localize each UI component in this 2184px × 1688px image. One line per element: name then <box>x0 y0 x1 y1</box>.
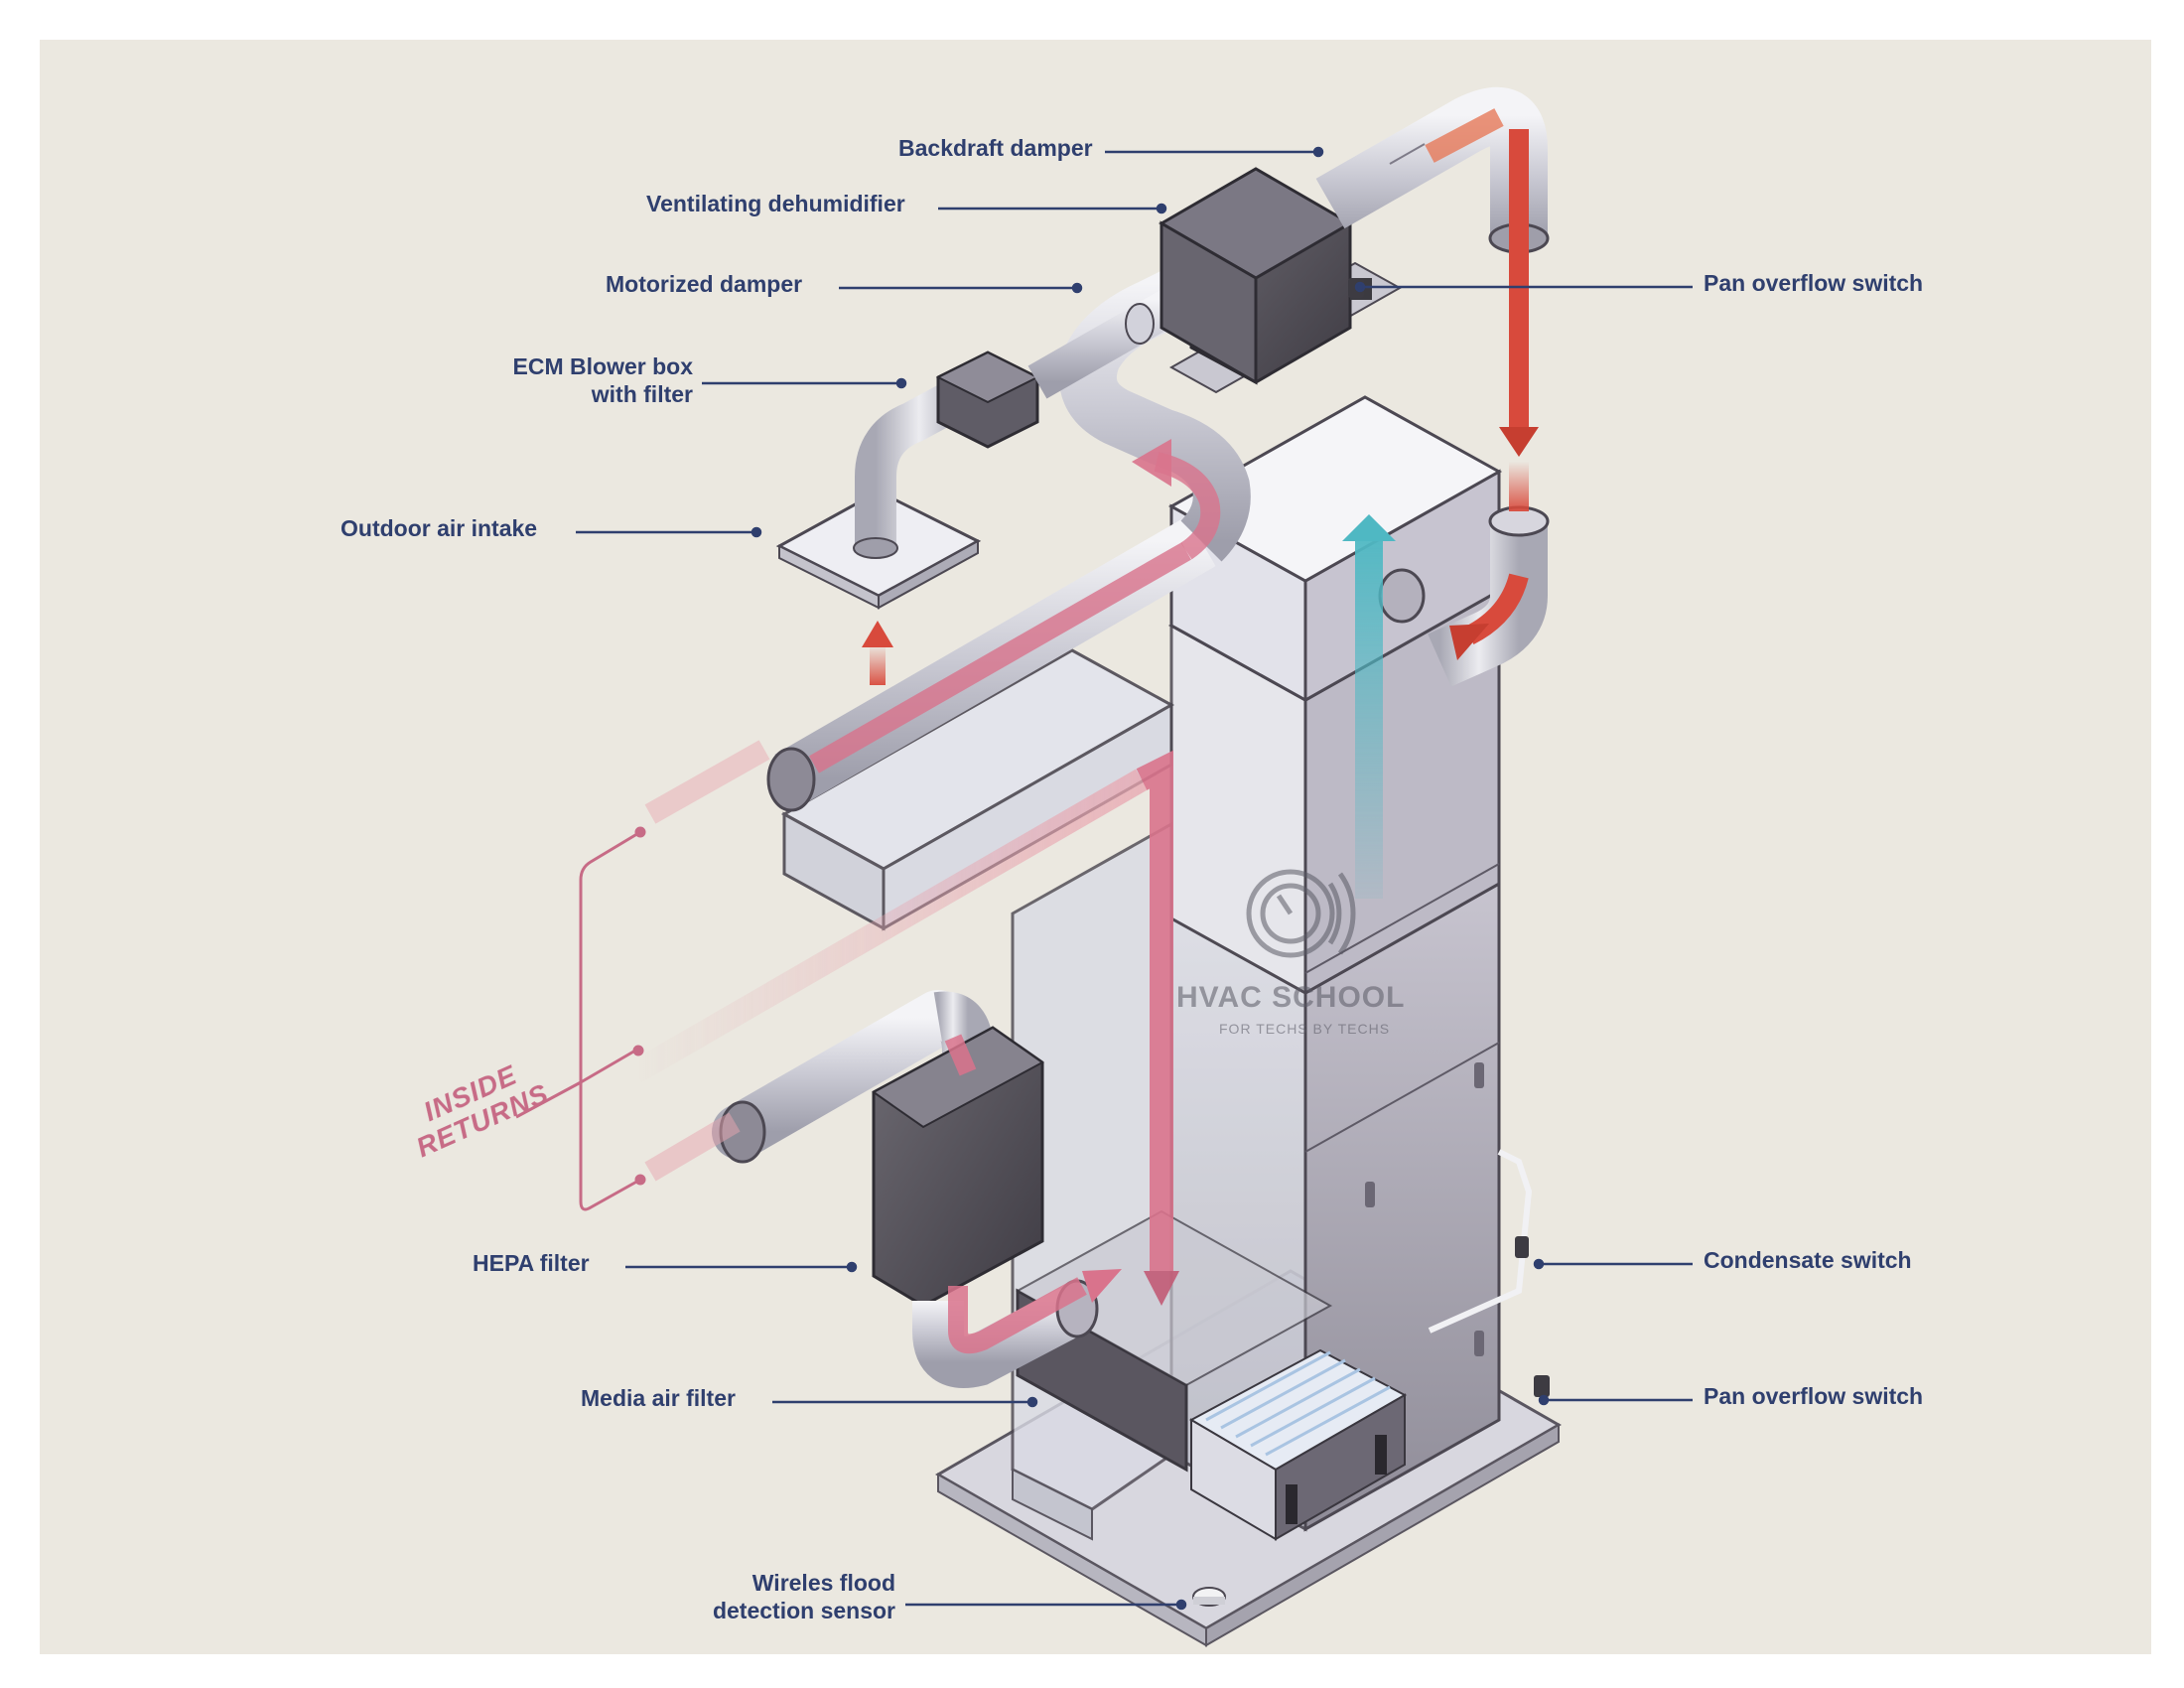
outdoor-air-flow <box>862 108 1539 685</box>
supply-air-flow <box>1342 514 1396 899</box>
hvac-school-logo-icon <box>1246 869 1356 958</box>
ecm-blower-box <box>935 283 1191 449</box>
logo-tagline: FOR TECHS BY TECHS <box>1219 1021 1391 1037</box>
leader-lines <box>576 146 1693 1611</box>
callout-ventilating-dehumidifier: Ventilating dehumidifier <box>646 191 905 216</box>
callout-hepa-filter: HEPA filter <box>473 1250 590 1276</box>
callout-flood-sensor: Wireles flood detection sensor <box>675 1569 895 1624</box>
callout-outdoor-air-intake: Outdoor air intake <box>341 515 538 541</box>
callout-pan-overflow-switch-top: Pan overflow switch <box>1704 270 1924 296</box>
callout-ecm-blower-box: ECM Blower box with filter <box>477 352 693 408</box>
hvac-system-illustration <box>515 86 1693 1647</box>
inside-returns-bracket <box>515 826 646 1211</box>
hepa-filter-unit <box>712 990 1099 1388</box>
outdoor-air-intake <box>775 376 982 610</box>
callout-flood-sensor-line2: detection sensor <box>712 1598 895 1623</box>
diagram-canvas: Backdraft damper Ventilating dehumidifie… <box>40 40 2151 1654</box>
flood-sensor <box>1192 1587 1226 1607</box>
callout-backdraft-damper: Backdraft damper <box>898 135 1093 161</box>
callout-motorized-damper: Motorized damper <box>606 271 803 297</box>
logo-title: HVAC SCHOOL <box>1176 981 1406 1014</box>
callout-condensate-switch: Condensate switch <box>1704 1247 1912 1273</box>
callout-pan-overflow-switch-bottom: Pan overflow switch <box>1704 1383 1924 1409</box>
callout-media-air-filter: Media air filter <box>581 1385 736 1411</box>
condensate-switch <box>1428 1149 1533 1334</box>
pan-overflow-switch-bottom <box>1534 1375 1550 1397</box>
callout-ecm-blower-line2: with filter <box>591 381 693 407</box>
callout-ecm-blower-line1: ECM Blower box <box>512 353 693 379</box>
return-air-flow <box>628 439 1221 1354</box>
callout-flood-sensor-line1: Wireles flood <box>751 1570 895 1596</box>
